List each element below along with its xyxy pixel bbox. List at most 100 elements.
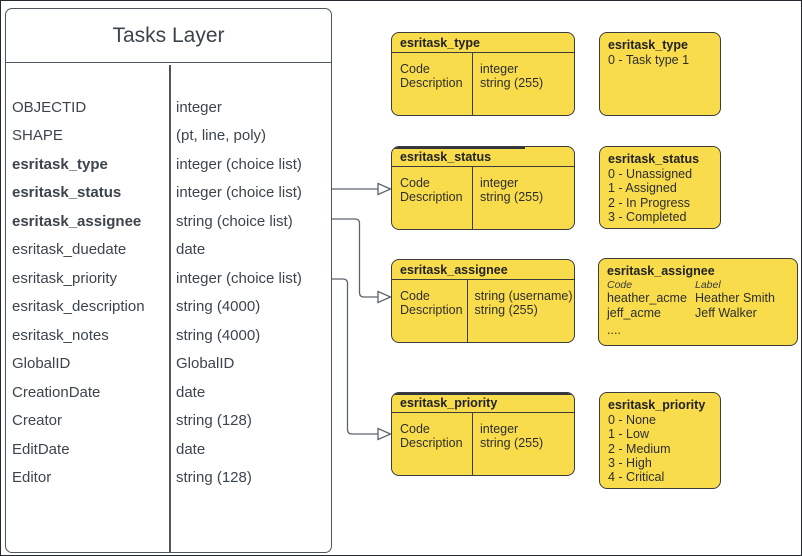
- attr-type: string (255): [480, 190, 544, 204]
- field-name: esritask_duedate: [12, 241, 127, 259]
- value-item: 3 - Completed: [608, 209, 687, 224]
- table-row: esritask_priority integer (choice list): [6, 264, 331, 293]
- table-row: SHAPE (pt, line, poly): [6, 122, 331, 151]
- field-type: date: [176, 241, 206, 259]
- tasks-layer-title: Tasks Layer: [6, 9, 331, 63]
- domain-title: esritask_assignee: [392, 260, 574, 280]
- table-row: esritask_status integer (choice list): [6, 179, 331, 208]
- value-item: 1 - Assigned: [608, 181, 677, 196]
- attr-type: string (255): [480, 436, 544, 450]
- attr-name: Description: [400, 190, 463, 204]
- field-type: date: [176, 440, 206, 458]
- field-name: esritask_status: [12, 184, 122, 202]
- field-type: string (4000): [176, 298, 261, 316]
- field-name: esritask_priority: [12, 269, 118, 287]
- field-type: integer (choice list): [176, 155, 302, 173]
- value-item: 4 - Critical: [608, 470, 665, 485]
- attr-name: Description: [400, 76, 463, 90]
- field-type: integer: [176, 98, 222, 116]
- field-type: (pt, line, poly): [176, 127, 267, 145]
- attr-name: Code: [400, 289, 430, 303]
- domain-title: esritask_status: [392, 147, 574, 167]
- assignee-code: heather_acme: [607, 291, 687, 305]
- connector-priority: [332, 278, 378, 435]
- table-row: esritask_type integer (choice list): [6, 150, 331, 179]
- table-row: esritask_assignee string (choice list): [6, 207, 331, 236]
- field-type: date: [176, 383, 206, 401]
- field-name: GlobalID: [12, 355, 71, 373]
- value-item: 2 - Medium: [608, 441, 671, 456]
- attr-name: Code: [400, 422, 430, 436]
- value-list-priority[interactable]: esritask_priority 0 - None 1 - Low 2 - M…: [599, 392, 721, 489]
- arrowhead-icon: [377, 427, 393, 441]
- value-item: 1 - Low: [608, 427, 649, 442]
- attr-type: integer: [480, 422, 519, 436]
- table-row: esritask_description string (4000): [6, 293, 331, 322]
- table-row: OBJECTID integer: [6, 93, 331, 122]
- field-name: Creator: [12, 412, 63, 430]
- assignee-label: Heather Smith: [695, 291, 775, 305]
- arrowhead-icon: [377, 290, 393, 304]
- value-list-title: esritask_type: [608, 38, 688, 52]
- domain-table-assignee[interactable]: esritask_assignee Code Description strin…: [391, 259, 575, 343]
- field-name: CreationDate: [12, 383, 101, 401]
- assignee-label: Jeff Walker: [695, 305, 757, 320]
- table-row: CreationDate date: [6, 378, 331, 407]
- attr-name: Description: [400, 303, 463, 317]
- value-list-subheaders: Code Label: [607, 279, 789, 291]
- value-list-assignee[interactable]: esritask_assignee Code Label heather_acm…: [598, 258, 798, 346]
- domain-title: esritask_priority: [392, 393, 574, 413]
- more-entries-ellipsis: ....: [607, 323, 621, 337]
- field-name: esritask_notes: [12, 326, 109, 344]
- tasks-layer-table[interactable]: Tasks Layer OBJECTID integer SHAPE (pt, li…: [5, 8, 332, 553]
- field-name: SHAPE: [12, 127, 63, 145]
- domain-table-status[interactable]: esritask_status Code Description integer…: [391, 146, 575, 230]
- domain-title: esritask_type: [392, 33, 574, 53]
- field-name: esritask_assignee: [12, 212, 142, 230]
- attr-type: integer: [480, 62, 519, 76]
- table-row: Creator string (128): [6, 407, 331, 436]
- code-column-header: Code: [607, 279, 633, 291]
- domain-table-type[interactable]: esritask_type Code Description integer s…: [391, 32, 575, 116]
- attr-name: Code: [400, 62, 430, 76]
- tasks-layer-fields: OBJECTID integer SHAPE (pt, line, poly) es…: [6, 63, 331, 492]
- value-list-title: esritask_status: [608, 152, 700, 166]
- field-type: GlobalID: [176, 355, 235, 373]
- value-list-type[interactable]: esritask_type 0 - Task type 1: [599, 32, 721, 116]
- field-type: string (4000): [176, 326, 261, 344]
- attr-type: string (255): [480, 76, 544, 90]
- value-list-title: esritask_assignee: [607, 264, 715, 278]
- domain-table-priority[interactable]: esritask_priority Code Description integ…: [391, 392, 575, 476]
- value-item: 0 - Task type 1: [608, 53, 690, 67]
- column-divider: [169, 64, 171, 552]
- connector-assignee: [332, 218, 378, 298]
- field-name: OBJECTID: [12, 98, 87, 116]
- field-name: Editor: [12, 469, 52, 487]
- value-item: 2 - In Progress: [608, 195, 690, 210]
- value-item: 3 - High: [608, 455, 652, 470]
- field-name: EditDate: [12, 440, 70, 458]
- value-list-status[interactable]: esritask_status 0 - Unassigned 1 - Assig…: [599, 146, 721, 229]
- value-item: 0 - None: [608, 413, 656, 427]
- attr-name: Description: [400, 436, 463, 450]
- attr-type: string (255): [474, 303, 538, 317]
- attr-type: integer: [480, 176, 519, 190]
- attr-name: Code: [400, 176, 430, 190]
- label-column-header: Label: [695, 279, 721, 291]
- value-list-title: esritask_priority: [608, 398, 706, 412]
- field-type: integer (choice list): [176, 184, 302, 202]
- attr-type: string (username): [474, 289, 573, 303]
- field-name: esritask_type: [12, 155, 108, 173]
- field-type: string (choice list): [176, 212, 293, 230]
- assignee-entry: jeff_acme Jeff Walker: [607, 306, 789, 321]
- assignee-entry: heather_acme Heather Smith: [607, 291, 789, 306]
- value-item: 0 - Unassigned: [608, 167, 693, 181]
- field-type: integer (choice list): [176, 269, 302, 287]
- assignee-code: jeff_acme: [607, 305, 661, 320]
- field-type: string (128): [176, 412, 252, 430]
- table-row: esritask_duedate date: [6, 236, 331, 265]
- field-name: esritask_description: [12, 298, 145, 316]
- table-row: GlobalID GlobalID: [6, 350, 331, 379]
- table-row: esritask_notes string (4000): [6, 321, 331, 350]
